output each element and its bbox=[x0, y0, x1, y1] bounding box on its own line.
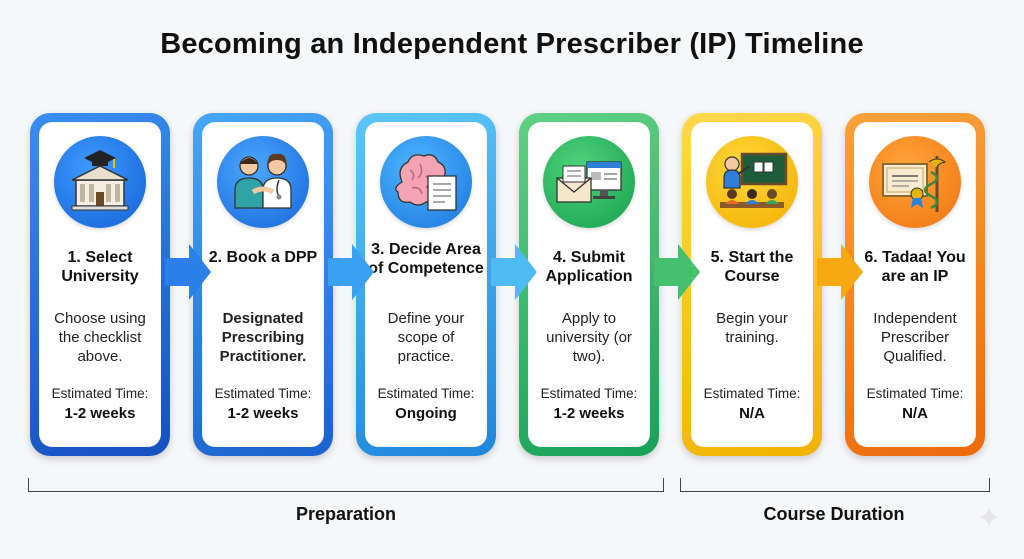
step-card-3: 3. Decide Area of Competence Define your… bbox=[356, 113, 496, 456]
step-description: Begin your training. bbox=[716, 310, 788, 346]
step-card-5: 5. Start the Course Begin your training.… bbox=[682, 113, 822, 456]
estimated-time-value: 1-2 weeks bbox=[227, 405, 299, 422]
estimated-time-label: Estimated Time: bbox=[866, 386, 964, 401]
step-title: 4. Submit Application bbox=[545, 249, 633, 285]
step-title: 5. Start the Course bbox=[710, 249, 794, 285]
estimated-time-value: Ongoing bbox=[395, 405, 457, 422]
classroom-teacher-icon bbox=[706, 136, 798, 228]
doctors-handshake-icon bbox=[217, 136, 309, 228]
step-description: Independent Prescriber Qualified. bbox=[873, 310, 957, 365]
step-card-1: 1. Select University Choose using the ch… bbox=[30, 113, 170, 456]
arrow-right-icon bbox=[817, 244, 863, 300]
step-card-4: 4. Submit Application Apply to universit… bbox=[519, 113, 659, 456]
estimated-time-label: Estimated Time: bbox=[540, 386, 638, 401]
arrow-right-icon bbox=[328, 244, 374, 300]
step-title: 3. Decide Area of Competence bbox=[368, 241, 484, 277]
estimated-time-value: 1-2 weeks bbox=[64, 405, 136, 422]
preparation-bracket bbox=[28, 478, 664, 492]
step-description: Choose using the checklist above. bbox=[54, 310, 146, 365]
step-card-6: 6. Tadaa! You are an IP Independent Pres… bbox=[845, 113, 985, 456]
estimated-time-value: N/A bbox=[902, 405, 928, 422]
estimated-time-value: 1-2 weeks bbox=[553, 405, 625, 422]
brain-document-icon bbox=[380, 136, 472, 228]
step-title: 1. Select University bbox=[61, 249, 139, 285]
course-duration-bracket bbox=[680, 478, 990, 492]
estimated-time-label: Estimated Time: bbox=[51, 386, 149, 401]
estimated-time-label: Estimated Time: bbox=[377, 386, 475, 401]
certificate-caduceus-icon bbox=[869, 136, 961, 228]
estimated-time-value: N/A bbox=[739, 405, 765, 422]
arrow-right-icon bbox=[491, 244, 537, 300]
sparkle-icon bbox=[979, 507, 999, 527]
step-title: 2. Book a DPP bbox=[208, 249, 318, 266]
step-description: Designated Prescribing Practitioner. bbox=[219, 310, 307, 365]
phase-label-preparation: Preparation bbox=[295, 504, 397, 524]
arrow-right-icon bbox=[165, 244, 211, 300]
estimated-time-label: Estimated Time: bbox=[703, 386, 801, 401]
phase-label-course-duration: Course Duration bbox=[763, 504, 905, 524]
step-card-2: 2. Book a DPP Designated Prescribing Pra… bbox=[193, 113, 333, 456]
estimated-time-label: Estimated Time: bbox=[214, 386, 312, 401]
university-icon bbox=[54, 136, 146, 228]
step-description: Apply to university (or two). bbox=[546, 310, 632, 365]
step-description: Define your scope of practice. bbox=[387, 310, 465, 365]
application-envelope-icon bbox=[543, 136, 635, 228]
arrow-right-icon bbox=[654, 244, 700, 300]
step-title: 6. Tadaa! You are an IP bbox=[864, 249, 966, 285]
page-title: Becoming an Independent Prescriber (IP) … bbox=[160, 28, 864, 60]
